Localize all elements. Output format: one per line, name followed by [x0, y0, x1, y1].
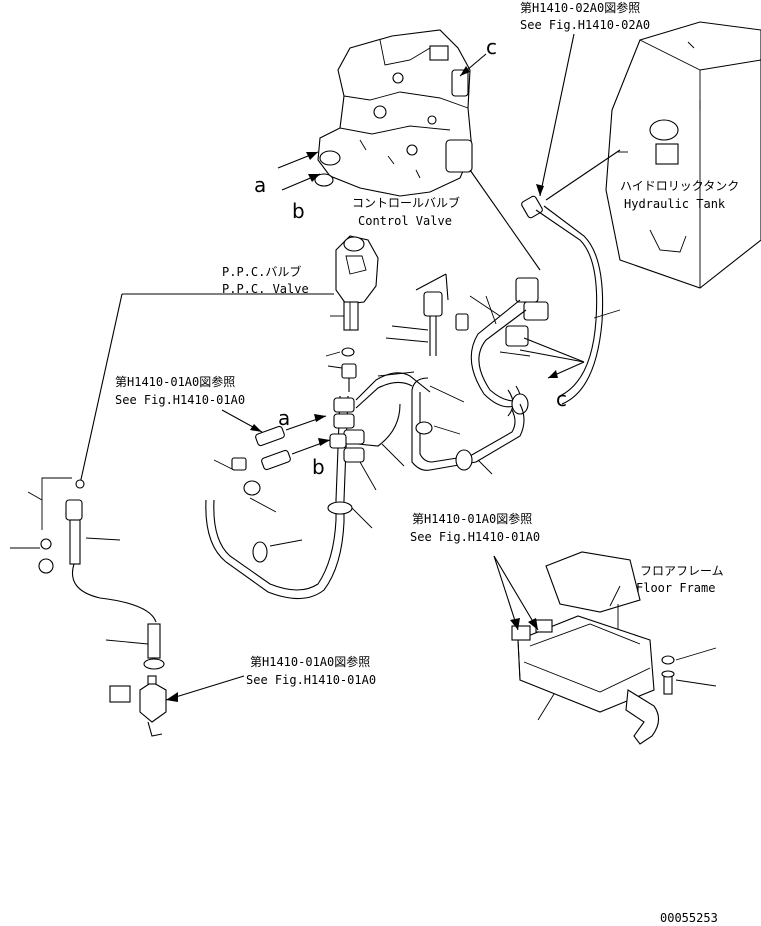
ref-mid-jp-text: 第H1410-01A0図参照 — [115, 374, 235, 389]
control-valve-jp-text: コントロールバルブ — [352, 195, 460, 210]
floor-frame-en-text: Floor Frame — [636, 581, 715, 595]
callout-control-valve: コントロールバルブ Control Valve — [352, 195, 460, 228]
control-valve-drawing — [314, 29, 473, 197]
floor-frame-drawing — [493, 551, 717, 745]
hose-lines — [469, 149, 621, 417]
port-connectors-ab-mid — [231, 414, 331, 496]
callout-ppc-valve: P.P.C.バルブ P.P.C. Valve — [222, 264, 309, 296]
port-letter-b-top: b — [292, 199, 305, 223]
ref-mid-pointer — [221, 409, 263, 433]
lower-right-hoses — [411, 273, 525, 471]
ppc-valve-drawing — [335, 235, 379, 392]
hydraulic-tank-en-text: Hydraulic Tank — [624, 197, 726, 211]
floor-frame-jp-text: フロアフレーム — [640, 564, 724, 578]
callout-ref-bottom: 第H1410-01A0図参照 See Fig.H1410-01A0 — [246, 654, 376, 687]
callout-ref-right: 第H1410-01A0図参照 See Fig.H1410-01A0 — [410, 511, 540, 544]
ppc-valve-en-text: P.P.C. Valve — [222, 282, 309, 296]
callout-floor-frame: フロアフレーム Floor Frame — [636, 564, 724, 595]
callout-ref-top: 第H1410-02A0図参照 See Fig.H1410-02A0 — [520, 0, 650, 32]
port-letter-c-top: c — [486, 35, 497, 59]
ref-right-en-text: See Fig.H1410-01A0 — [410, 530, 540, 544]
bottom-left-valve — [105, 623, 245, 737]
ref-top-en-text: See Fig.H1410-02A0 — [520, 18, 650, 32]
ref-right-jp-text: 第H1410-01A0図参照 — [412, 511, 532, 526]
ref-top-pointer — [536, 33, 575, 197]
port-letter-a-mid: a — [278, 406, 290, 430]
ref-top-jp-text: 第H1410-02A0図参照 — [520, 0, 640, 15]
leader-lines — [213, 151, 628, 547]
control-valve-en-text: Control Valve — [358, 214, 452, 228]
callout-ref-mid: 第H1410-01A0図参照 See Fig.H1410-01A0 — [115, 374, 245, 407]
port-arrows-c-right — [519, 337, 585, 379]
left-lever-assembly — [10, 293, 334, 623]
hydraulic-tank-jp-text: ハイドロリックタンク — [620, 179, 739, 193]
callout-hydraulic-tank: ハイドロリックタンク Hydraulic Tank — [620, 179, 739, 211]
port-letter-b-mid: b — [312, 455, 325, 479]
port-letter-c-right: c — [556, 387, 567, 411]
port-letter-a-top: a — [254, 173, 266, 197]
port-arrows-ab-top — [277, 53, 487, 191]
ppc-valve-jp-text: P.P.C.バルブ — [222, 264, 301, 279]
ref-bottom-jp-text: 第H1410-01A0図参照 — [250, 654, 370, 669]
drawing-number: 00055253 — [660, 911, 718, 925]
hydraulic-tank-drawing — [605, 21, 761, 289]
ref-mid-en-text: See Fig.H1410-01A0 — [115, 393, 245, 407]
ref-bottom-en-text: See Fig.H1410-01A0 — [246, 673, 376, 687]
